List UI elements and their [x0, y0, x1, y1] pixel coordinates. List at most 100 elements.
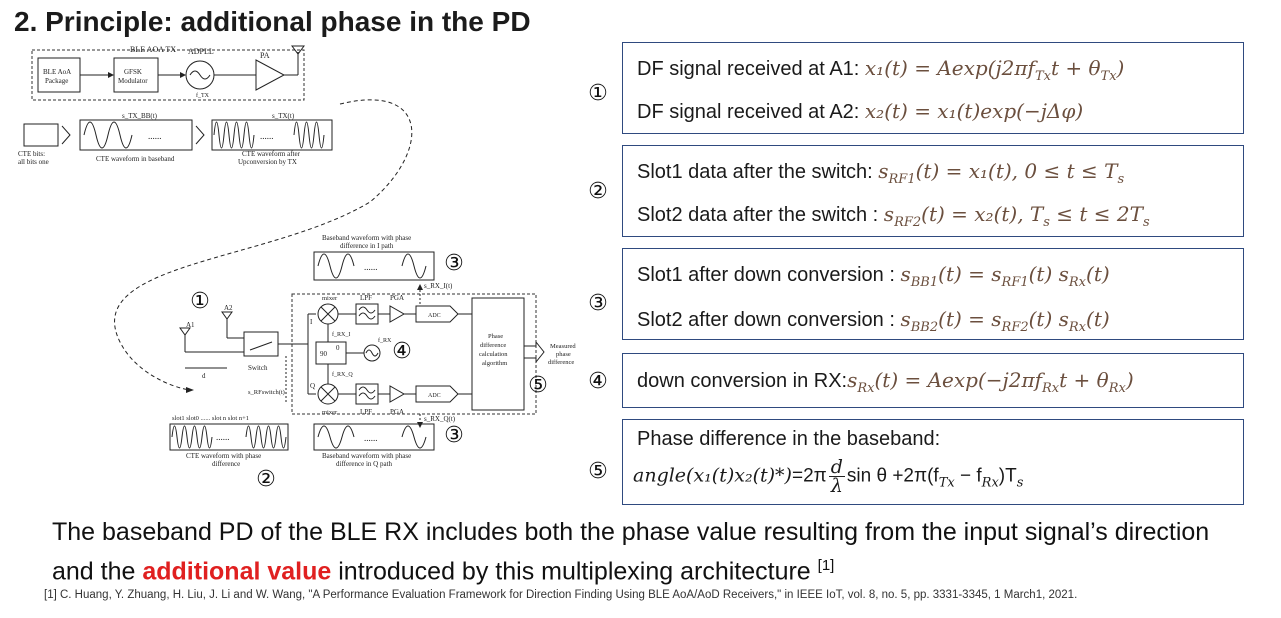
svg-text:90: 90	[320, 350, 328, 358]
svg-text:mixer: mixer	[322, 409, 338, 416]
box5-label: Phase difference in the baseband:	[637, 428, 941, 450]
block-diagram: BLE AOA TX BLE AoA Package GFSK Modulato…	[18, 45, 576, 468]
box2-line1: Slot1 data after the switch: sRF1(t) = x…	[637, 159, 1125, 187]
cte-bits-1: CTE bits:	[18, 150, 45, 158]
pa-label: PA	[260, 51, 270, 60]
box-badge-5: ⑤	[588, 459, 608, 484]
svg-text:PGA: PGA	[390, 294, 404, 302]
equation-box-3: Slot1 after down conversion : sBB1(t) = …	[622, 248, 1244, 340]
cte-upconv-label-1: CTE waveform after	[242, 150, 301, 158]
tx-group-label: BLE AOA TX	[130, 45, 176, 54]
bb-q-label-2: difference in Q path	[336, 460, 393, 468]
box1-line2: DF signal received at A2: x₂(t) = x₁(t)e…	[637, 99, 1084, 123]
d-label: d	[202, 372, 206, 380]
gfsk-label-1: GFSK	[124, 68, 142, 76]
s-tx-bb-label: s_TX_BB(t)	[122, 112, 158, 120]
highlight-additional-value: additional value	[142, 557, 332, 586]
svg-text:LPF: LPF	[360, 408, 372, 416]
svg-text:difference: difference	[548, 359, 574, 366]
svg-text:difference: difference	[480, 342, 506, 349]
ble-package-label-2: Package	[45, 77, 68, 85]
bottom-statement: The baseband PD of the BLE RX includes b…	[52, 518, 1210, 586]
reference-footnote: [1] C. Huang, Y. Zhuang, H. Liu, J. Li a…	[44, 589, 1078, 601]
box3-line2: Slot2 after down conversion : sBB2(t) = …	[637, 307, 1110, 335]
box-badge-2: ②	[588, 179, 608, 204]
s-rx-i-label: s_RX_I(t)	[424, 282, 453, 290]
cte-baseband-waveform	[79, 119, 193, 151]
svg-text:......: ......	[364, 262, 378, 272]
cte-baseband-label: CTE waveform in baseband	[96, 155, 175, 163]
slide-title: 2. Principle: additional phase in the PD	[14, 6, 531, 37]
svg-text:ADC: ADC	[428, 313, 441, 319]
diagram-badge-3-top: ③	[444, 251, 464, 276]
diagram-badge-2: ②	[256, 467, 276, 492]
svg-text:phase: phase	[556, 351, 571, 358]
diagram-badge-3-bottom: ③	[444, 423, 464, 448]
svg-text:Phase: Phase	[488, 333, 503, 340]
svg-text:algorithm: algorithm	[482, 360, 507, 367]
cte-phase-waveform	[169, 423, 289, 451]
bb-i-label-2: difference in I path	[340, 242, 394, 250]
box-badge-3: ③	[588, 291, 608, 316]
tx-antenna	[291, 45, 305, 55]
svg-text:......: ......	[148, 131, 162, 141]
svg-text:Q: Q	[310, 382, 315, 390]
ftx-label: f_TX	[196, 92, 210, 99]
lpf-i	[355, 303, 379, 325]
svg-text:PGA: PGA	[390, 408, 404, 416]
svg-text:......: ......	[260, 131, 274, 141]
lpf-q	[355, 383, 379, 405]
tx-group-box	[31, 49, 305, 101]
diagram-badge-1: ①	[190, 289, 210, 314]
bb-i-label-1: Baseband waveform with phase	[322, 234, 411, 242]
svg-text:......: ......	[216, 432, 230, 442]
box1-line1: DF signal received at A1: x₁(t) = Aexp(j…	[637, 56, 1125, 84]
pga-q	[389, 385, 406, 403]
ble-package-label-1: BLE AoA	[43, 68, 71, 76]
svg-text:calculation: calculation	[479, 351, 508, 358]
bb-q-waveform	[313, 423, 435, 451]
lo-oscillator	[363, 344, 381, 362]
antenna-a1	[179, 327, 191, 336]
svg-text:mixer: mixer	[322, 295, 338, 302]
adpll-label: ADPLL	[188, 47, 214, 56]
switch-label: Switch	[248, 364, 268, 372]
rx-group-box	[291, 293, 537, 415]
bb-i-waveform	[313, 251, 435, 281]
adc-q	[415, 385, 459, 403]
box4-line: down conversion in RX:sRx(t) = Aexp(−j2π…	[637, 368, 1134, 396]
svg-text:0: 0	[336, 344, 340, 352]
output-arrow	[523, 340, 545, 364]
svg-text:Measured: Measured	[550, 343, 576, 350]
reference-mark: [1]	[817, 557, 835, 574]
equation-box-1: DF signal received at A1: x₁(t) = Aexp(j…	[622, 42, 1244, 134]
equation-box-2: Slot1 data after the switch: sRF1(t) = x…	[622, 145, 1244, 237]
slots-label: slot1 slot0 ...... slot n slot n+1	[172, 415, 249, 422]
equation-box-4: down conversion in RX:sRx(t) = Aexp(−j2π…	[622, 353, 1244, 408]
box-badge-4: ④	[588, 369, 608, 394]
a1-label: A1	[186, 321, 195, 329]
svg-text:f_RX_I: f_RX_I	[332, 331, 350, 338]
cte-phase-label-1: CTE waveform with phase	[186, 452, 261, 460]
cte-upconv-label-2: Upconversion by TX	[238, 158, 297, 166]
svg-text:I: I	[310, 318, 313, 326]
svg-text:f_RX_Q: f_RX_Q	[332, 371, 353, 378]
antenna-a2	[221, 311, 233, 320]
svg-text:ADC: ADC	[428, 393, 441, 399]
a2-label: A2	[224, 304, 233, 312]
rf-switch	[243, 331, 279, 357]
box3-line1: Slot1 after down conversion : sBB1(t) = …	[637, 262, 1110, 290]
svg-text:......: ......	[364, 433, 378, 443]
gfsk-label-2: Modulator	[118, 77, 148, 85]
equation-box-5: Phase difference in the baseband: angle(…	[622, 419, 1244, 505]
box2-line2: Slot2 data after the switch : sRF2(t) = …	[637, 202, 1150, 230]
s-rx-q-label: s_RX_Q(t)	[424, 415, 456, 423]
box-badge-1: ①	[588, 81, 608, 106]
svg-text:LPF: LPF	[360, 294, 372, 302]
s-rf-switch-label: s_RFswitch(t)	[248, 389, 285, 396]
cte-upconv-waveform	[211, 119, 333, 151]
svg-text:f_RX: f_RX	[378, 337, 392, 344]
s-tx-label: s_TX(t)	[272, 112, 295, 120]
cte-bits-2: all bits one	[18, 158, 49, 166]
